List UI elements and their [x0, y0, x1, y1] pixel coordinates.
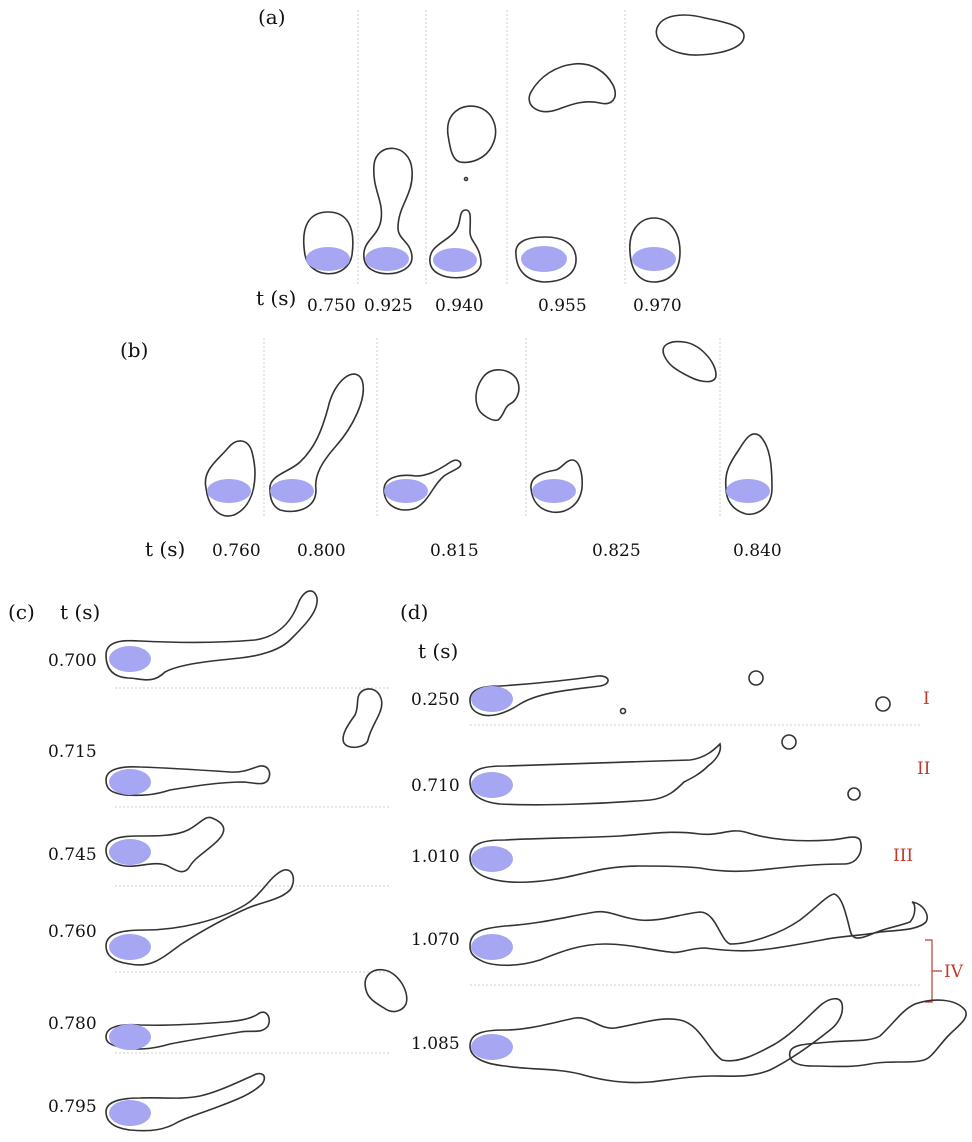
- time-value: 0.925: [364, 296, 413, 316]
- bubble-outline: [469, 997, 844, 1084]
- time-axis-label: t (s): [256, 286, 296, 310]
- core-ellipse: [471, 934, 513, 960]
- panel-d-label: (d): [400, 600, 428, 624]
- satellite-droplet: [847, 787, 861, 801]
- panel-a-label: (a): [258, 5, 286, 29]
- detached-bubble: [788, 999, 967, 1068]
- bubble-outline: [383, 459, 462, 511]
- bubble-outline: [105, 590, 318, 681]
- bubble-outline: [204, 440, 256, 517]
- bubble-outline: [105, 765, 271, 797]
- panel-a: (a) t (s) 0.750 0.925 0.940 0.955 0.970: [256, 5, 745, 316]
- bubble-outline: [724, 433, 773, 516]
- time-axis-label: t (s): [145, 537, 185, 561]
- time-value: 1.010: [411, 847, 460, 867]
- core-ellipse: [471, 686, 513, 712]
- core-ellipse: [109, 1024, 151, 1050]
- time-value: 0.780: [48, 1014, 97, 1034]
- time-value: 0.715: [48, 742, 97, 762]
- bubble-outline: [105, 1072, 266, 1132]
- core-ellipse: [109, 934, 151, 960]
- core-ellipse: [384, 479, 428, 503]
- detached-bubble: [475, 369, 520, 422]
- panel-d: (d) t (s) 0.250 I 0.710 II 1.010 III 1.0…: [400, 600, 967, 1084]
- time-value: 1.085: [411, 1034, 460, 1054]
- time-value: 0.840: [733, 541, 782, 561]
- regime-label: IV: [944, 962, 964, 982]
- core-ellipse: [521, 246, 567, 272]
- regime-label: III: [893, 846, 913, 866]
- detached-bubble: [364, 968, 408, 1013]
- core-ellipse: [471, 1034, 513, 1060]
- bubble-outline: [515, 236, 577, 283]
- core-ellipse: [365, 247, 409, 271]
- time-value: 0.815: [430, 541, 479, 561]
- core-ellipse: [109, 646, 151, 672]
- time-value: 0.795: [48, 1097, 97, 1117]
- regime-bracket: [925, 939, 942, 1003]
- bubble-outline: [469, 830, 862, 883]
- time-value: 0.825: [592, 541, 641, 561]
- satellite-droplet: [781, 734, 797, 750]
- bubble-outline: [363, 147, 413, 275]
- core-ellipse: [471, 772, 513, 798]
- panel-b-label: (b): [120, 338, 148, 362]
- bubble-outline: [105, 816, 225, 873]
- core-ellipse: [207, 479, 251, 503]
- satellite-droplet: [875, 696, 891, 712]
- core-ellipse: [109, 839, 151, 865]
- core-ellipse: [532, 479, 576, 503]
- regime-label: I: [923, 689, 930, 709]
- time-value: 0.750: [307, 296, 356, 316]
- satellite-droplet: [463, 176, 469, 182]
- regime-label: II: [917, 759, 930, 779]
- core-ellipse: [109, 1100, 151, 1126]
- time-value: 0.940: [435, 296, 484, 316]
- core-ellipse: [726, 479, 770, 503]
- bubble-outline: [269, 373, 365, 513]
- core-ellipse: [632, 247, 676, 271]
- core-ellipse: [109, 769, 151, 795]
- core-ellipse: [471, 846, 513, 872]
- time-axis-label: t (s): [418, 639, 458, 663]
- bubble-outline: [429, 209, 482, 279]
- detached-bubble: [342, 688, 383, 749]
- time-value: 0.710: [411, 776, 460, 796]
- core-ellipse: [270, 479, 314, 503]
- detached-bubble: [447, 105, 497, 164]
- panel-c: (c) t (s) 0.700 0.715 0.745 0.760 0.780 …: [8, 590, 408, 1132]
- core-ellipse: [306, 247, 350, 271]
- time-value: 0.250: [411, 690, 460, 710]
- detached-bubble: [528, 62, 616, 113]
- time-value: 0.760: [48, 922, 97, 942]
- time-axis-label: t (s): [60, 600, 100, 624]
- time-value: 0.955: [538, 296, 587, 316]
- satellite-droplet: [619, 707, 627, 715]
- time-value: 0.760: [212, 541, 261, 561]
- bubble-outline: [303, 211, 354, 275]
- bubble-outline: [469, 893, 928, 967]
- bubble-outline: [629, 217, 681, 283]
- core-ellipse: [433, 248, 477, 272]
- bubble-outline: [469, 675, 609, 717]
- detached-bubble: [662, 340, 717, 383]
- panel-b: (b) t (s) 0.760 0.800 0.815 0.825 0.840: [120, 338, 782, 561]
- time-value: 0.700: [48, 651, 97, 671]
- time-value: 0.970: [633, 296, 682, 316]
- detached-bubble: [655, 14, 745, 56]
- time-value: 1.070: [411, 930, 460, 950]
- bubble-outline: [469, 742, 722, 806]
- panel-c-label: (c): [8, 600, 35, 624]
- bubble-outline: [105, 869, 295, 966]
- bubble-outline: [530, 459, 583, 514]
- time-value: 0.745: [48, 845, 97, 865]
- time-value: 0.800: [297, 541, 346, 561]
- satellite-droplet: [748, 670, 764, 686]
